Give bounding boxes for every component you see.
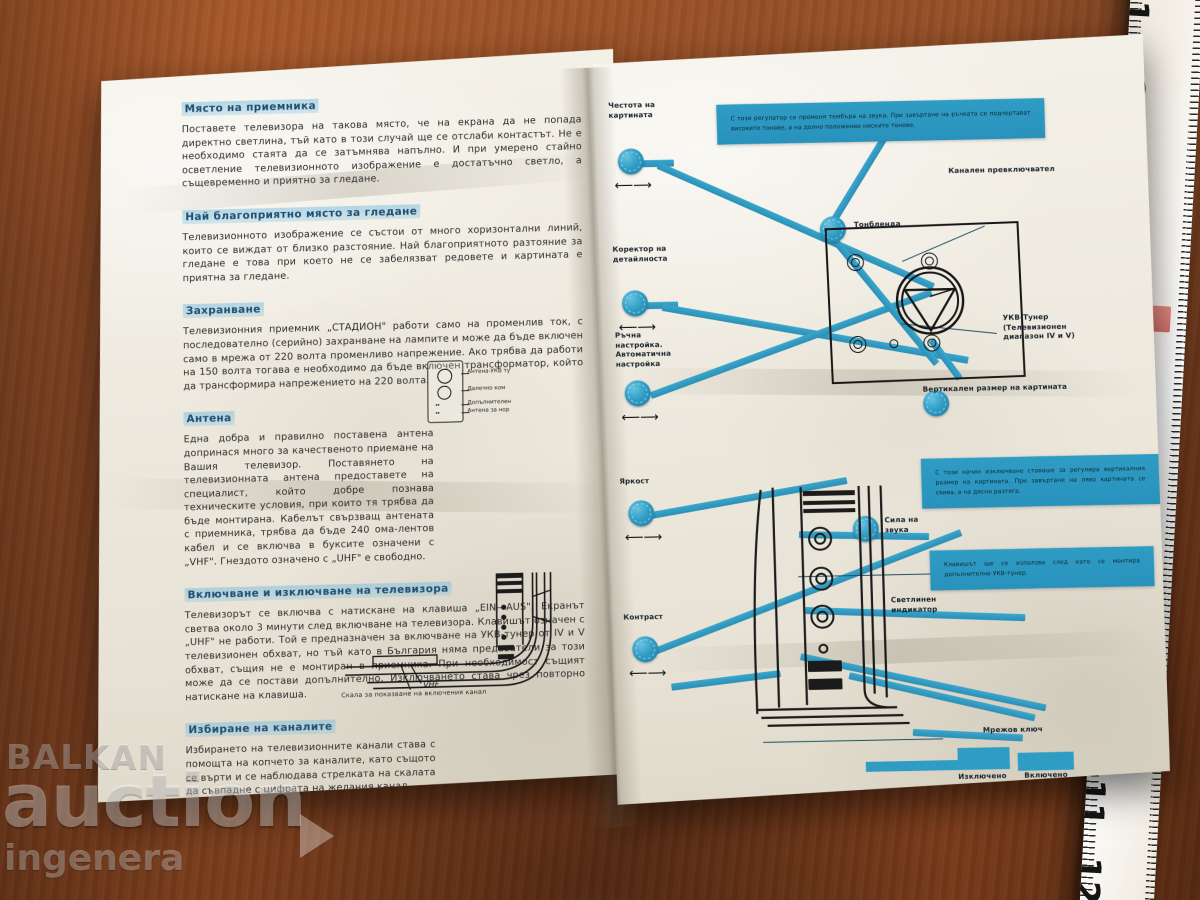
section-heading-channel-select: Избиране на каналите xyxy=(185,720,335,738)
label-manual-auto-tuning: Ръчна настройка. Автоматична настройка xyxy=(614,330,672,369)
socket-label-antenna-norm: Антена за нор xyxy=(467,407,510,415)
switch-on-block[interactable] xyxy=(1018,752,1075,771)
label-switch-on: Включено xyxy=(1024,769,1068,780)
section-body-viewing-spot: Телевизионното изображение се състои от … xyxy=(182,222,583,285)
section-heading-antenna: Антена xyxy=(183,411,234,426)
switch-off-block[interactable] xyxy=(957,747,1010,770)
chassis-small-hole-icon xyxy=(889,339,898,348)
chassis-screw-inner-icon xyxy=(853,340,862,349)
rotation-arrow-icon: ⟵⟶ xyxy=(614,178,653,194)
vhf-pins-icon-2: •• xyxy=(435,410,440,417)
socket-label-antenna-uhf: Антена-УКВ ту xyxy=(467,368,511,376)
label-volume: Сила на звука xyxy=(884,514,919,534)
tape-number: 12 xyxy=(1077,855,1109,900)
socket-plate: •• •• xyxy=(427,360,463,423)
knob-tuning[interactable] xyxy=(624,380,651,407)
channel-scale-drawing: VHF UHF xyxy=(336,566,567,692)
vhf-pins-icon: •• xyxy=(435,402,440,409)
control-panel-diagram: ⟵⟶ ⟵⟶ ⟵⟶ ⟵⟶ ⟵⟶ xyxy=(592,34,1170,805)
section-body-antenna: Една добра и правилно поставена антена д… xyxy=(183,428,435,568)
socket-label-remote: Далечно ком xyxy=(467,385,506,393)
knob-contrast[interactable] xyxy=(632,636,659,663)
rotation-arrow-icon: ⟵⟶ xyxy=(624,529,663,546)
label-channel-switch: Каналeн превключвател xyxy=(948,163,1055,176)
label-picture-frequency: Честота на картината xyxy=(608,99,656,120)
coax-socket-icon xyxy=(437,369,452,384)
label-contrast: Контраст xyxy=(623,611,664,622)
crt-tube-symbol-icon xyxy=(891,262,969,339)
switch-connector-bar xyxy=(866,760,960,772)
label-vertical-size: Вертикален размер на картината xyxy=(922,381,1068,394)
channel-scale-inset: VHF UHF Скала за показване на включения … xyxy=(336,566,567,692)
caption-tone-control: С този регулатор се променя тембъра на з… xyxy=(716,98,1045,145)
caption-vertical-size: С този начин изключване ставаше за регул… xyxy=(921,454,1160,509)
caption-uhf-key: Клавишът ще се използва след като се мон… xyxy=(930,546,1155,590)
section-body-channel-select: Избирането на телевизионните канали став… xyxy=(185,739,436,798)
knob-picture-frequency[interactable] xyxy=(617,148,644,175)
svg-text:VHF: VHF xyxy=(423,680,440,689)
section-body-location: Поставете телевизора на такова място, че… xyxy=(181,114,582,190)
label-switch-off: Изключено xyxy=(958,771,1007,781)
knob-brightness[interactable] xyxy=(628,500,655,527)
knob-detail-corrector[interactable] xyxy=(622,290,649,317)
label-brightness: Яркост xyxy=(619,476,650,486)
label-detail-corrector: Коректор на детайлноста xyxy=(612,243,668,264)
label-mains-switch: Мрежов ключ xyxy=(982,724,1044,735)
section-heading-power: Захранване xyxy=(183,303,264,319)
booklet-right-page: ⟵⟶ ⟵⟶ ⟵⟶ ⟵⟶ ⟵⟶ xyxy=(592,34,1170,805)
tv-front-panel-drawing xyxy=(740,479,917,732)
section-heading-viewing-spot: Най благоприятно място за гледане xyxy=(182,204,420,224)
leader-line-mains xyxy=(763,738,943,743)
label-light-indicator: Светлинен индикатор xyxy=(890,594,938,614)
din-socket-icon xyxy=(437,386,451,400)
section-heading-location: Място на приемника xyxy=(182,99,319,116)
knob-vertical-size[interactable] xyxy=(923,390,950,417)
booklet-left-page: Място на приемника Поставете телевизора … xyxy=(93,44,617,802)
instruction-booklet: Място на приемника Поставете телевизора … xyxy=(10,34,1157,848)
rotation-arrow-icon: ⟵⟶ xyxy=(621,409,659,426)
rotation-arrow-icon: ⟵⟶ xyxy=(628,665,667,682)
label-uhf-tuner: УКВ-Тунер (Телевизионен диапазон IV и V) xyxy=(1002,312,1075,342)
antenna-socket-inset: •• •• Антена-УКВ ту Далечно ком Допълнит… xyxy=(427,358,547,423)
label-tone-control: Тонбленда xyxy=(853,219,901,230)
socket-label-extra: Допълнителен xyxy=(467,399,512,407)
